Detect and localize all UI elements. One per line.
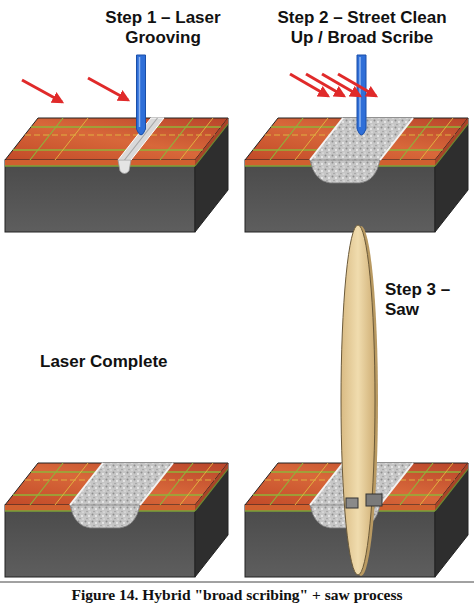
wafer-block	[5, 463, 228, 577]
broad-trench	[70, 463, 173, 528]
saw-arbor	[346, 498, 358, 508]
wafer-block	[5, 118, 228, 232]
laser-arrow	[22, 80, 62, 102]
laser-arrow	[338, 74, 376, 96]
step-label: Laser Complete	[40, 352, 190, 372]
saw-arbor	[366, 494, 382, 506]
step-label: Step 1 – Laser Grooving	[86, 8, 240, 48]
step-label: Step 2 – Street Clean Up / Broad Scribe	[272, 8, 452, 48]
caption-rule	[0, 582, 474, 583]
laser-beam	[137, 55, 146, 135]
wafer-block	[245, 118, 468, 232]
saw-blade	[341, 225, 375, 575]
figure-caption: Figure 14. Hybrid "broad scribing" + saw…	[0, 586, 474, 604]
laser-arrow	[88, 78, 128, 100]
step-label: Step 3 – Saw	[385, 280, 465, 320]
